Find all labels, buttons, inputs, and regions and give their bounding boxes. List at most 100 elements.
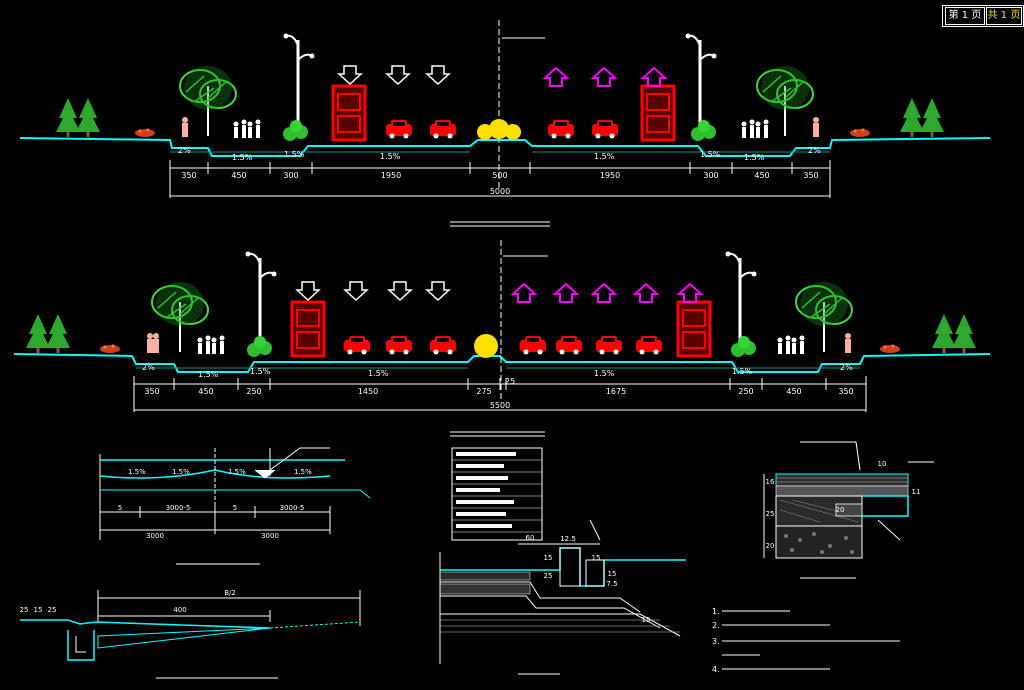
- direction-up-arrow-icon: [634, 283, 658, 303]
- dimension-label: 400: [173, 606, 186, 614]
- total-sheets-label: 共 1 页: [986, 7, 1022, 25]
- dimension-label: 300: [703, 171, 718, 180]
- direction-down-arrow-icon: [426, 65, 450, 85]
- dimension-label: 11: [912, 488, 921, 496]
- bus-icon: [640, 84, 676, 142]
- pedestrian-icon: [153, 333, 159, 353]
- pedestrians-icon: [791, 335, 805, 354]
- slope-label: 2%: [840, 363, 853, 372]
- street-lamp-icon: [282, 32, 316, 128]
- section-a-ground-line: [19, 137, 991, 157]
- direction-down-arrow-icon: [344, 281, 368, 301]
- bus-icon: [331, 84, 367, 142]
- slope-label: 1.5%: [228, 468, 246, 476]
- dimension-label: 1950: [381, 171, 401, 180]
- dimension-label: 25: [766, 510, 775, 518]
- pine-tree-icon: [56, 98, 80, 137]
- dimension-label: 5: [233, 504, 237, 512]
- shrub-icon: [247, 336, 272, 357]
- slope-label: 1.5%: [232, 153, 253, 162]
- direction-down-arrow-icon: [296, 281, 320, 301]
- detail-pavement-structure: 60 12.5 15 15 25 15 7.5 15: [439, 431, 686, 675]
- dimension-label: 25: [544, 572, 553, 580]
- bus-icon: [676, 300, 712, 358]
- note-item: 3.: [712, 637, 720, 646]
- pedestrian-icon: [147, 333, 153, 353]
- dimension-label: 3000-5: [166, 504, 191, 512]
- car-icon: [520, 336, 546, 355]
- dimension-label: 25: [20, 606, 29, 614]
- pedestrians-icon: [197, 335, 211, 354]
- pedestrian-icon: [845, 333, 851, 353]
- dimension-label: 300: [283, 171, 298, 180]
- car-icon: [596, 336, 622, 355]
- slope-label: 1.5%: [172, 468, 190, 476]
- direction-down-arrow-icon: [426, 281, 450, 301]
- median-hedge-icon: [477, 119, 521, 140]
- slope-label: 2%: [808, 146, 821, 155]
- note-item: 4.: [712, 665, 720, 674]
- dimension-label: 7.5: [606, 580, 617, 588]
- total-width-label: 5500: [490, 401, 510, 410]
- slope-label: 2%: [142, 363, 155, 372]
- detail-road-crown: 1.5% 1.5% 1.5% 1.5% 3000 3000 5 3000-5 5…: [99, 447, 371, 565]
- pedestrians-icon: [755, 119, 769, 138]
- broadleaf-tree-icon: [795, 281, 853, 353]
- slope-label: 1.5%: [380, 152, 401, 161]
- shrub-icon: [691, 120, 716, 141]
- dimension-label: 500: [492, 171, 507, 180]
- pine-tree-icon: [26, 314, 50, 353]
- dimension-label: 450: [754, 171, 769, 180]
- pedestrian-icon: [182, 117, 188, 137]
- dimension-label: 3000: [261, 532, 279, 540]
- note-item: 1.: [712, 607, 720, 616]
- direction-up-arrow-icon: [512, 283, 536, 303]
- dimension-label: 15: [592, 554, 601, 562]
- dimension-label: 350: [838, 387, 853, 396]
- drawing-notes: 1. 2. 3. 4.: [712, 607, 900, 674]
- dimension-label: 450: [198, 387, 213, 396]
- street-lamp-icon: [244, 250, 278, 346]
- dimension-label: B/2: [224, 589, 236, 597]
- dimension-label: 20: [836, 506, 845, 514]
- dimension-label: 15: [544, 554, 553, 562]
- slope-label: 1.5%: [594, 152, 615, 161]
- dimension-label: 10: [878, 460, 887, 468]
- slope-label: 1.5%: [294, 468, 312, 476]
- dimension-label: 16: [766, 478, 775, 486]
- car-icon: [386, 336, 412, 355]
- direction-up-arrow-icon: [678, 283, 702, 303]
- dimension-label: 15: [608, 570, 617, 578]
- car-icon: [344, 336, 370, 355]
- direction-up-arrow-icon: [554, 283, 578, 303]
- direction-down-arrow-icon: [388, 281, 412, 301]
- detail-sidewalk-structure: 10 16 25 20 20 11: [763, 441, 934, 579]
- street-lamp-icon: [684, 32, 718, 128]
- flower-bed-icon: [135, 128, 155, 137]
- dimension-label: 25: [48, 606, 57, 614]
- car-icon: [592, 120, 618, 139]
- direction-up-arrow-icon: [544, 67, 568, 87]
- slope-label: 1.5%: [198, 370, 219, 379]
- pine-tree-icon: [46, 314, 70, 353]
- bus-icon: [290, 300, 326, 358]
- shrub-icon: [283, 120, 308, 141]
- dimension-label: 350: [803, 171, 818, 180]
- dimension-label: 20: [766, 542, 775, 550]
- pine-tree-icon: [920, 98, 944, 137]
- pine-tree-icon: [952, 314, 976, 353]
- car-icon: [430, 336, 456, 355]
- slope-label: 1.5%: [732, 367, 753, 376]
- dimension-label: 350: [144, 387, 159, 396]
- pedestrians-icon: [233, 119, 247, 138]
- pedestrians-icon: [777, 335, 791, 354]
- direction-down-arrow-icon: [386, 65, 410, 85]
- cross-section-a: 2% 1.5% 1.5% 1.5% 1.5% 1.5% 1.5% 2% 350: [19, 20, 991, 227]
- slope-label: 1.5%: [744, 153, 765, 162]
- dimension-label: 60: [526, 534, 535, 542]
- detail-road-edge: B/2 400 25 15 25: [20, 589, 361, 679]
- sheet-label: 第 1 页: [945, 7, 985, 25]
- car-icon: [430, 120, 456, 139]
- slope-label: 1.5%: [700, 150, 721, 159]
- pine-tree-icon: [900, 98, 924, 137]
